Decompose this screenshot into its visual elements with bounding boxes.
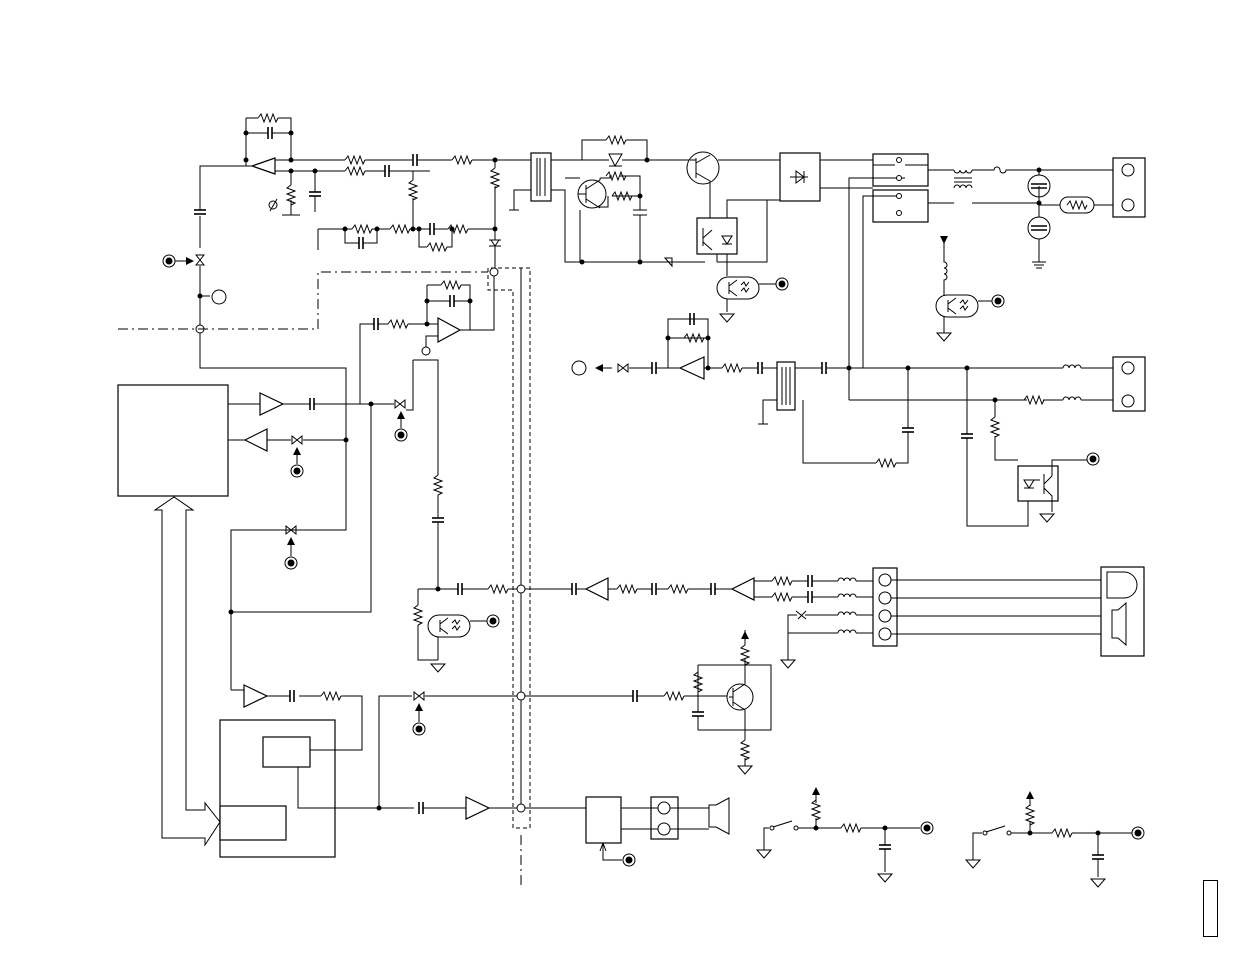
- test-point: [212, 290, 226, 304]
- hook-switch-1: [757, 788, 933, 882]
- speaker-driver: [586, 797, 729, 866]
- handset-path: [414, 567, 1144, 672]
- buffer-amp-5: [732, 578, 754, 600]
- rx-output-terminal: [572, 361, 586, 375]
- opamp-1: [252, 158, 275, 174]
- opto-tx: [717, 254, 788, 322]
- buffer-amp-4: [586, 578, 608, 600]
- buffer-amp-7: [466, 797, 489, 819]
- buffer-amp-2: [245, 429, 267, 451]
- transistor-2: [687, 152, 719, 184]
- page-tab: [1203, 880, 1218, 937]
- rx-path: [572, 313, 1145, 526]
- data-bus-arrow: [155, 497, 220, 845]
- buffer-amp-1: [260, 393, 283, 415]
- sub-block-upper: [263, 737, 310, 767]
- ic-main: [118, 385, 407, 614]
- sub-block-lower: [220, 806, 286, 840]
- hook-switch-2: [966, 792, 1144, 887]
- buffer-amp-3: [680, 357, 704, 379]
- loudspeaker-icon: [709, 798, 729, 834]
- buffer-amp-6: [244, 685, 267, 707]
- tx-opamp-network: [360, 268, 498, 589]
- hook-relays: [849, 154, 1145, 400]
- speaker-driver-box: [586, 797, 621, 843]
- neon-lamp-2: [1028, 217, 1050, 239]
- transformer-1: [531, 153, 551, 201]
- line-interface: [509, 136, 873, 266]
- opamp-2: [438, 318, 460, 342]
